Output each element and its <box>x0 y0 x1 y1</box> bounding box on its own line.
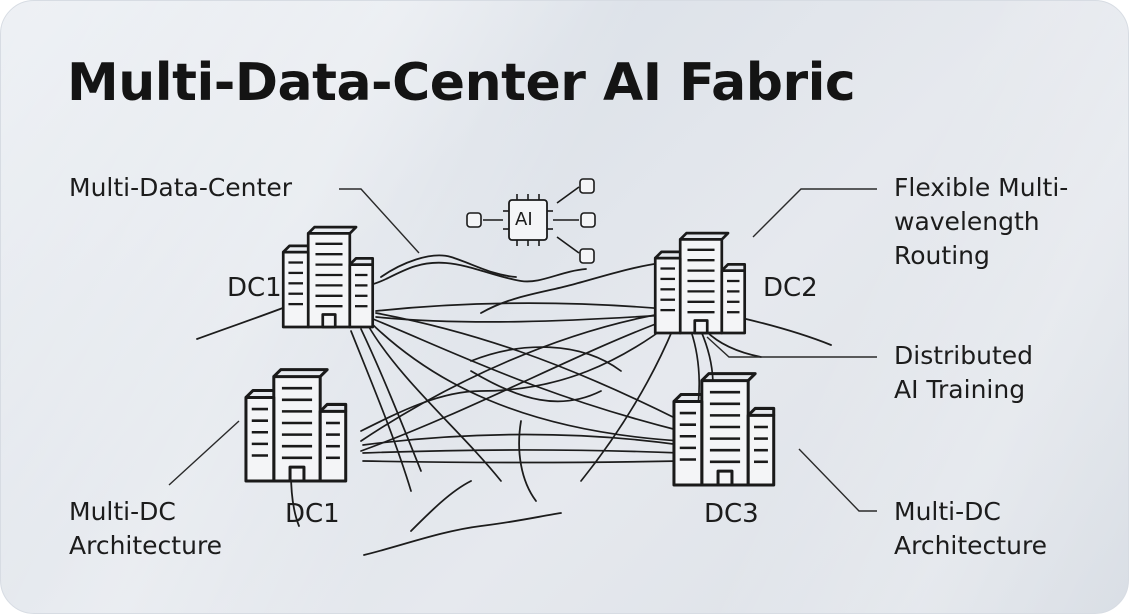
dc-label-top-right: DC2 <box>763 273 818 303</box>
building-icon-dc2 <box>653 231 747 335</box>
dc-label-top-left: DC1 <box>227 273 282 303</box>
label-flexible-routing-line-2: wavelength <box>894 207 1040 236</box>
label-architecture-left: Multi-DC Architecture <box>69 495 222 563</box>
label-flexible-routing: Flexible Multi- wavelength Routing <box>894 171 1068 273</box>
label-architecture-right-line-2: Architecture <box>894 531 1048 560</box>
ai-chip-label: AI <box>515 209 533 230</box>
label-architecture-left-line-2: Architecture <box>69 531 223 560</box>
node-icon <box>466 178 596 264</box>
label-flexible-routing-line-3: Routing <box>894 241 990 270</box>
label-distributed-training-line-2: AI Training <box>894 375 1026 404</box>
label-architecture-right: Multi-DC Architecture <box>894 495 1047 563</box>
label-architecture-left-line-1: Multi-DC <box>69 497 176 526</box>
dc-label-bottom-right: DC3 <box>704 499 759 529</box>
building-icon-dc1-top <box>281 225 375 329</box>
label-flexible-routing-line-1: Flexible Multi- <box>894 173 1069 202</box>
label-multi-data-center: Multi-Data-Center <box>69 173 292 202</box>
label-distributed-training-line-1: Distributed <box>894 341 1034 370</box>
building-icon-dc3 <box>672 372 776 487</box>
ai-chip-icon <box>503 194 553 246</box>
building-icon-dc1-bottom <box>244 368 348 483</box>
label-distributed-training: Distributed AI Training <box>894 339 1033 407</box>
dc-label-bottom-left: DC1 <box>285 499 340 529</box>
page-title: Multi-Data-Center AI Fabric <box>67 53 856 113</box>
label-architecture-right-line-1: Multi-DC <box>894 497 1001 526</box>
